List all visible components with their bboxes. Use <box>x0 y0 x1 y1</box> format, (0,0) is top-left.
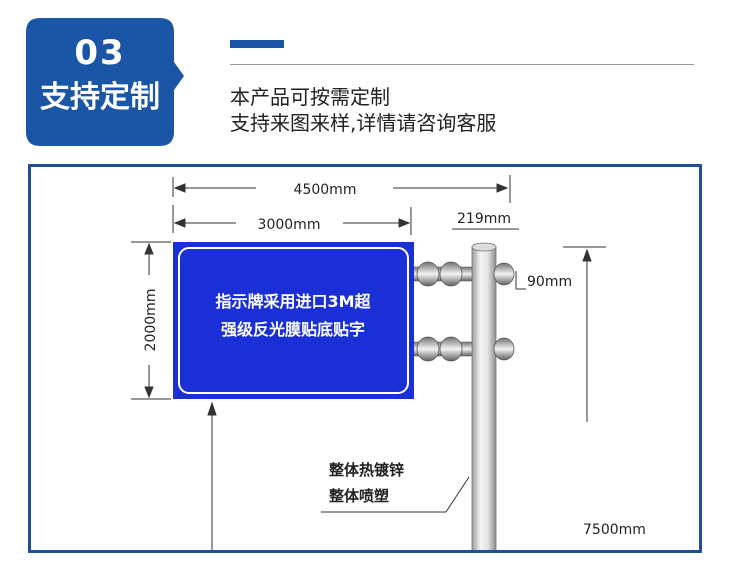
lower-clamp <box>407 336 515 362</box>
badge-background <box>26 18 184 146</box>
feature-badge: 03 支持定制 <box>26 18 184 146</box>
dim-arm-label: 90mm <box>527 274 572 290</box>
dim-sign-height-label: 2000mm <box>143 289 159 352</box>
upper-clamp <box>407 261 515 287</box>
finish-callout-leader <box>321 476 470 513</box>
dim-sign-height <box>131 241 171 400</box>
description-block: 本产品可按需定制 支持来图来样,详情请咨询客服 <box>230 84 496 136</box>
header-divider <box>230 64 694 65</box>
dim-total-width <box>172 175 511 203</box>
diagram-frame: 指示牌采用进口3M超 强级反光膜贴底贴字 4500mm 3000mm 219mm <box>28 164 702 553</box>
sign-border <box>178 247 409 394</box>
dim-arm <box>515 271 526 290</box>
description-line-2: 支持来图来样,详情请咨询客服 <box>230 111 497 135</box>
badge-title: 支持定制 <box>40 80 160 115</box>
dim-total-width-label: 4500mm <box>294 182 357 198</box>
sign-text-line-2: 强级反光膜贴底贴字 <box>221 320 365 339</box>
sign-diagram: 指示牌采用进口3M超 强级反光膜贴底贴字 4500mm 3000mm 219mm <box>131 175 646 550</box>
dim-sign-width <box>172 205 412 235</box>
sign-text-line-1: 指示牌采用进口3M超 <box>215 292 371 311</box>
pole-top <box>471 242 497 252</box>
ground-arrow <box>207 401 217 550</box>
dim-pole-height-label: 7500mm <box>583 522 646 538</box>
finish-line-2: 整体喷塑 <box>329 487 389 505</box>
dim-sign-width-label: 3000mm <box>258 217 321 233</box>
accent-bar <box>230 40 284 48</box>
badge-number: 03 <box>74 33 126 73</box>
sign-panel <box>173 242 414 399</box>
finish-line-1: 整体热镀锌 <box>329 461 404 479</box>
dim-pole-diameter-label: 219mm <box>457 211 511 227</box>
pole <box>471 246 497 550</box>
description-line-1: 本产品可按需定制 <box>230 85 390 109</box>
dim-pole-height <box>563 246 606 422</box>
